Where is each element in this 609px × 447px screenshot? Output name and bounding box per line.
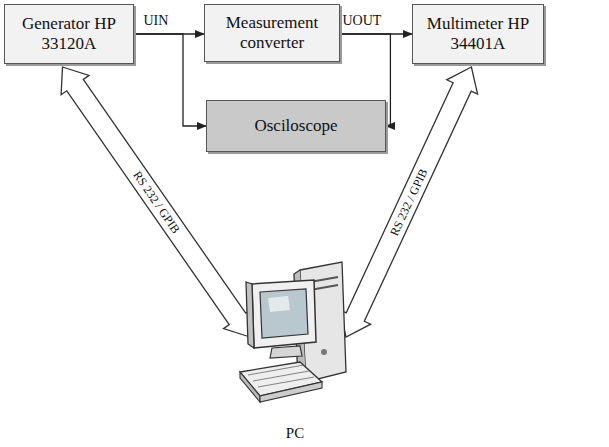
instrument-box: Multimeter HP 34401A	[412, 4, 544, 64]
node-text: Measurement converter	[211, 13, 333, 52]
instrument-box: Generator HP 33120A	[4, 4, 134, 64]
node-text: Multimeter HP 34401A	[419, 14, 537, 53]
node-text: PC	[238, 425, 352, 442]
interface-label: RS 232 / GPIB	[128, 166, 184, 237]
converter-box: Measurement converter	[204, 4, 340, 62]
computer-illustration	[238, 222, 352, 422]
signal-label: UIN	[143, 13, 170, 29]
computer-node: PC	[238, 222, 352, 444]
interface-label: RS 232 / GPIB	[386, 164, 432, 240]
node-text: Generator HP 33120A	[11, 14, 127, 53]
signal-wire	[134, 34, 206, 126]
signal-label: UOUT	[342, 13, 383, 29]
node-text: Osciloscope	[254, 116, 337, 136]
oscilloscope-box: Osciloscope	[206, 100, 386, 152]
